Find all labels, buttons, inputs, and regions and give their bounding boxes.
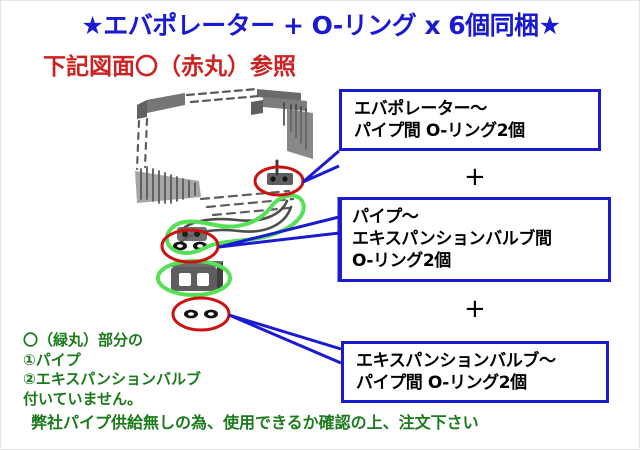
page-title: ★エバポレーター + O-リング x 6個同梱★: [81, 11, 561, 40]
callout-2-line-1: パイプ～: [352, 207, 419, 227]
exclusion-note: 〇（緑丸）部分の ①パイプ ②エキスパンションバルブ 付いていません。: [23, 331, 201, 409]
callout-2-line-3: O-リング2個: [352, 251, 451, 271]
callout-3-line-2: パイプ間 O-リング2個: [356, 373, 527, 393]
leader-line-2: [218, 215, 341, 256]
leader-line-1: [302, 149, 340, 184]
callout-expansion-valve-to-pipe: エキスパンションバルブ～ パイプ間 O-リング2個: [341, 341, 609, 403]
callout-evaporator-to-pipe: エバポレーター～ パイプ間 O-リング2個: [339, 89, 601, 151]
plus-sign-2: +: [464, 294, 486, 324]
red-circle-oring-top: [253, 165, 305, 197]
callout-1-line-1: エバポレーター～: [354, 99, 487, 119]
red-circle-oring-bottom: [171, 296, 231, 332]
callout-2-line-2: エキスパンションバルブ間: [352, 229, 552, 249]
red-circle-annotations: [160, 165, 305, 332]
callout-3-line-1: エキスパンションバルブ～: [356, 351, 556, 371]
green-circle-pipe: [164, 193, 306, 256]
exclusion-note-line-1: 〇（緑丸）部分の: [23, 331, 144, 349]
evaporator-body-sketch: [135, 87, 313, 319]
exclusion-note-line-4: 付いていません。: [23, 389, 143, 408]
callout-pipe-to-expansion-valve: パイプ～ エキスパンションバルブ間 O-リング2個: [339, 197, 611, 282]
green-circle-annotations: [156, 193, 306, 297]
red-circle-oring-middle: [160, 228, 220, 264]
exclusion-note-line-3: ②エキスパンションバルブ: [23, 370, 202, 388]
order-confirmation-note: 弊社パイプ供給無しの為、使用できるか確認の上、注文下さい: [31, 413, 479, 432]
green-circle-expansion-valve: [156, 259, 232, 297]
exclusion-note-line-2: ①パイプ: [23, 350, 81, 369]
leader-line-3: [228, 313, 342, 365]
page-subtitle: 下記図面〇（赤丸）参照: [43, 54, 296, 80]
plus-sign-1: +: [464, 162, 486, 192]
callout-1-line-2: パイプ間 O-リング2個: [354, 121, 525, 141]
